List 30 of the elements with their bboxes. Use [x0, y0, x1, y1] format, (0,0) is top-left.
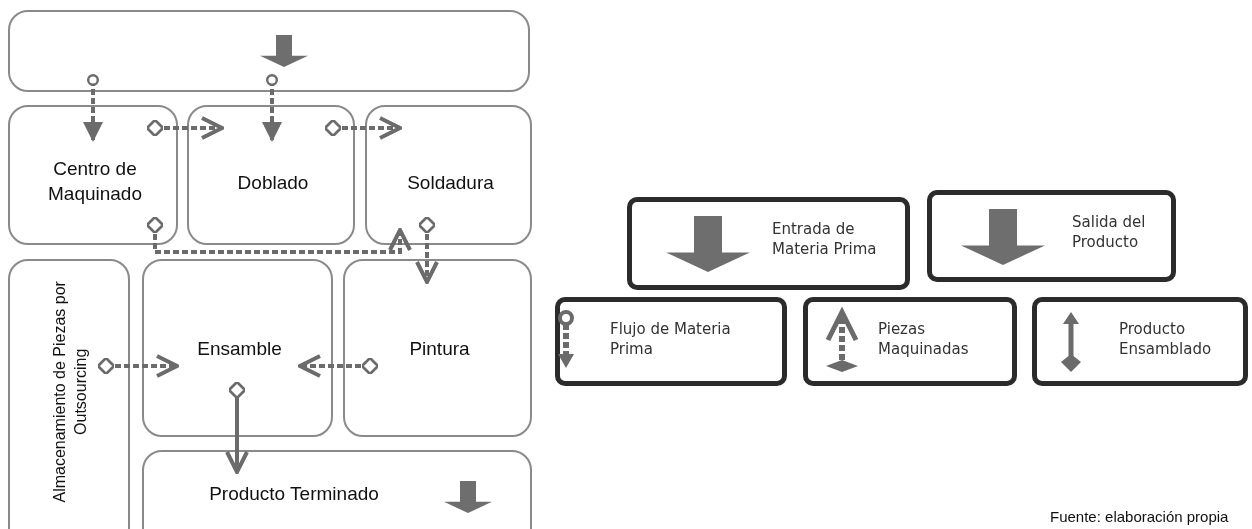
area-label: Pintura [408, 337, 471, 361]
area-box [187, 105, 355, 245]
area-box [365, 105, 532, 245]
flow-arrow [83, 74, 103, 142]
legend-label: Entrada de Materia Prima [772, 220, 878, 259]
area-box [8, 259, 130, 529]
area-label: Ensamble [196, 337, 283, 361]
flow-arrow [145, 116, 224, 140]
flow-arrow [225, 380, 249, 474]
legend-label: Producto Ensamblado [1119, 320, 1213, 359]
area-label: Producto Terminado [208, 482, 380, 506]
legend-label: Piezas Maquinadas [878, 320, 970, 359]
area-box [142, 450, 532, 529]
flow-arrow [323, 116, 402, 140]
flow-arrow [298, 354, 380, 378]
flow-arrow [262, 74, 282, 142]
flow-arrow [145, 215, 412, 254]
area-box [142, 259, 333, 437]
legend-label: Flujo de Materia Prima [610, 320, 732, 359]
flow-arrow [96, 354, 179, 378]
area-box [343, 259, 532, 437]
flow-arrow [415, 215, 439, 284]
area-box [8, 105, 178, 245]
legend-label: Salida del Producto [1072, 213, 1147, 252]
area-label: Soldadura [406, 171, 495, 195]
source-note: Fuente: elaboración propia [1050, 508, 1229, 525]
area-box [8, 10, 530, 92]
area-label: Doblado [236, 171, 310, 195]
area-label: Centro de Maquinado [47, 157, 143, 206]
area-label: Almacenamiento de Piezas por Outsourcing [50, 280, 90, 505]
